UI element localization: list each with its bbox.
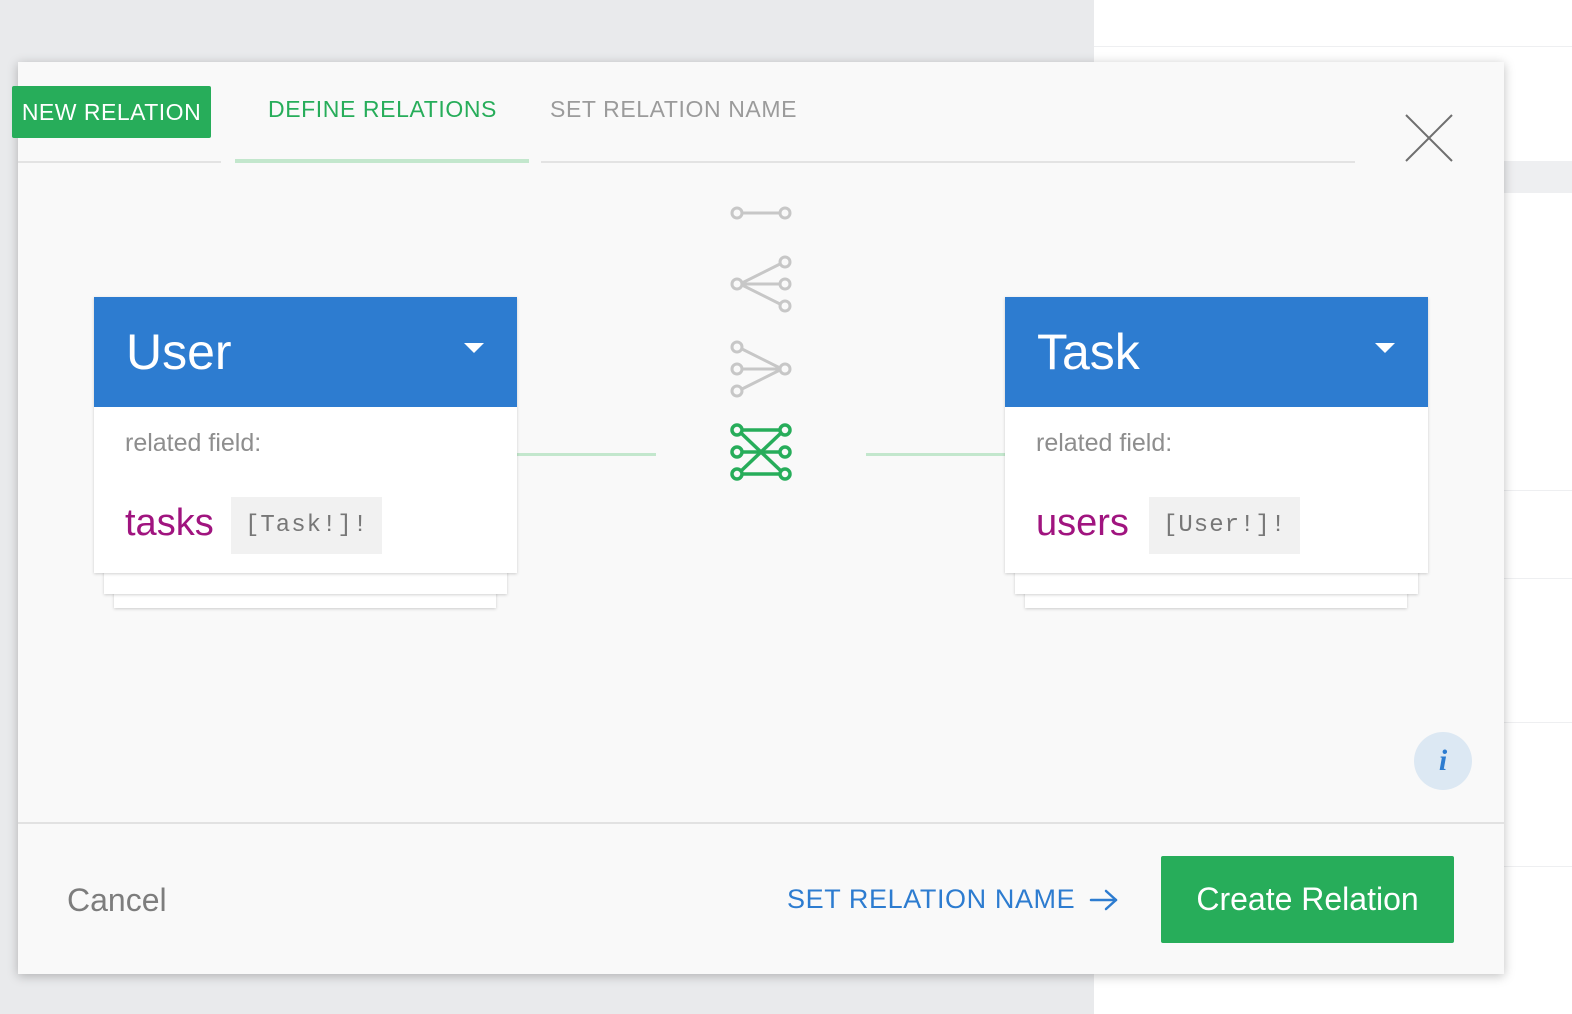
right-model-select[interactable]: Task <box>1005 297 1428 407</box>
many-to-one-icon[interactable] <box>726 337 796 401</box>
model-name: User <box>126 324 232 380</box>
relation-connector-left <box>516 453 656 456</box>
field-type-badge: [Task!]! <box>231 497 383 554</box>
model-name: Task <box>1037 324 1140 380</box>
close-button[interactable] <box>1404 113 1454 163</box>
many-to-many-icon[interactable] <box>726 420 796 484</box>
info-icon: i <box>1438 744 1448 777</box>
related-field-label: related field: <box>1036 429 1173 457</box>
set-relation-name-link[interactable]: SET RELATION NAME <box>787 884 1119 915</box>
model-card: Task related field: [User!]! <box>1005 297 1428 573</box>
related-field-name-input[interactable] <box>125 502 233 545</box>
arrow-right-icon <box>1090 889 1118 910</box>
related-field-label: related field: <box>125 429 262 457</box>
close-icon <box>1405 114 1453 162</box>
background-divider <box>1094 46 1572 47</box>
info-button[interactable]: i <box>1414 732 1472 790</box>
model-card: User related field: [Task!]! <box>94 297 517 573</box>
create-relation-button[interactable]: Create Relation <box>1161 856 1454 943</box>
cancel-button[interactable]: Cancel <box>67 882 167 918</box>
one-to-many-icon[interactable] <box>726 252 796 316</box>
chevron-down-icon <box>1375 343 1395 353</box>
tab-divider <box>18 161 221 163</box>
related-field-name-input[interactable] <box>1036 502 1144 545</box>
field-type-badge: [User!]! <box>1149 497 1301 554</box>
next-step-label: SET RELATION NAME <box>787 884 1076 914</box>
new-relation-badge: NEW RELATION <box>12 86 211 138</box>
new-relation-modal: NEW RELATION DEFINE RELATIONS SET RELATI… <box>12 62 1504 974</box>
active-tab-indicator <box>235 159 529 163</box>
tab-define-relations[interactable]: DEFINE RELATIONS <box>268 96 497 122</box>
tab-set-relation-name[interactable]: SET RELATION NAME <box>550 96 798 122</box>
footer-divider <box>18 822 1504 824</box>
left-model-select[interactable]: User <box>94 297 517 407</box>
right-model-card: Task related field: [User!]! <box>1005 297 1428 608</box>
left-model-card: User related field: [Task!]! <box>94 297 517 608</box>
tab-divider <box>541 161 1355 163</box>
chevron-down-icon <box>464 343 484 353</box>
relation-connector-right <box>866 453 1006 456</box>
one-to-one-icon[interactable] <box>726 202 796 224</box>
